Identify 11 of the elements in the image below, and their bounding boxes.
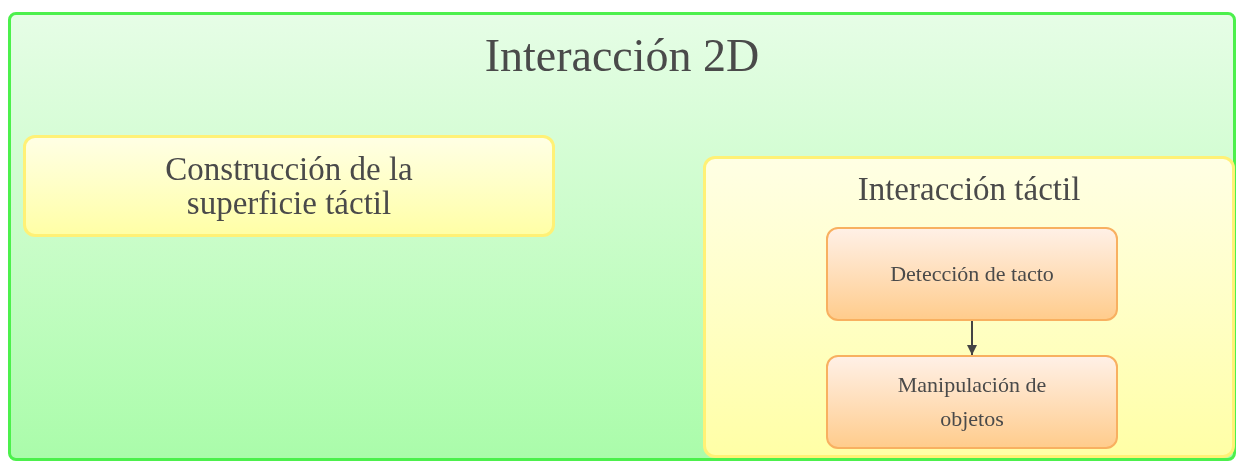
group-panel <box>703 156 1235 458</box>
process-box <box>23 135 555 237</box>
group-panel <box>8 12 1236 461</box>
process-box <box>826 355 1118 449</box>
panel-title: Interacción 2D <box>484 30 760 81</box>
panel-title: Interacción táctil <box>857 171 1081 207</box>
arrow <box>967 320 977 356</box>
process-box <box>826 227 1118 321</box>
box-label: Manipulación de objetos <box>897 372 1047 431</box>
box-label: Construcción de la superficie táctil <box>165 151 413 221</box>
box-label: Detección de tacto <box>890 261 1054 286</box>
